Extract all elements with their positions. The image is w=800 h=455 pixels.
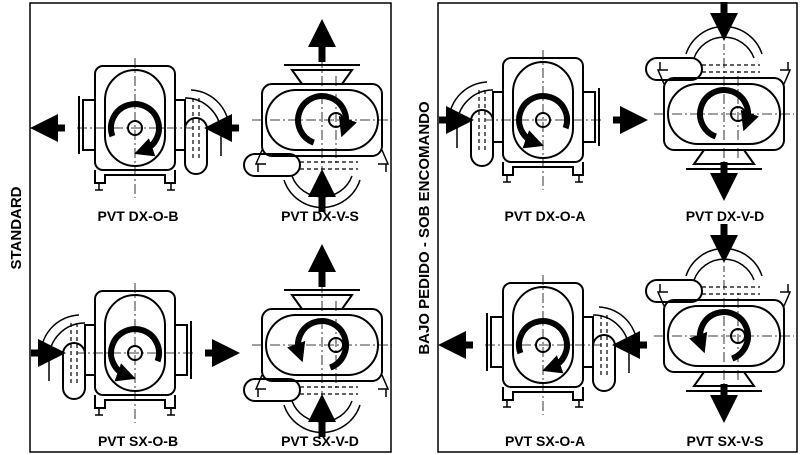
outlet-nozzle — [290, 69, 354, 85]
silencer-manifold — [243, 153, 301, 177]
blower-foot — [780, 69, 792, 85]
blower-body-vertical — [645, 247, 794, 398]
rotation-direction-arrow — [295, 93, 357, 146]
config-label-pvt-sx-v-s: PVT SX-V-S — [686, 433, 763, 449]
config-label-pvt-sx-o-b: PVT SX-O-B — [98, 433, 178, 449]
panel-frame-standard — [29, 2, 392, 453]
config-pvt-sx-v-d — [243, 244, 392, 437]
outlet-nozzle — [290, 294, 354, 310]
config-pvt-dx-v-s — [243, 19, 392, 212]
silencer-manifold — [62, 342, 86, 400]
config-pvt-dx-o-a — [439, 50, 648, 190]
blower-body-horizontal — [40, 283, 193, 423]
inlet-flange — [84, 324, 96, 376]
inlet-flange — [582, 316, 594, 368]
config-label-pvt-dx-v-s: PVT DX-V-S — [281, 208, 359, 224]
blower-foot — [378, 374, 390, 390]
silencer-manifold — [470, 109, 494, 167]
config-pvt-sx-v-s — [645, 224, 794, 423]
panel-frame-bajo-pedido — [437, 2, 798, 453]
rotation-direction-arrow — [516, 93, 571, 149]
config-label-pvt-dx-o-a: PVT DX-O-A — [505, 208, 586, 224]
blower-body-vertical — [243, 283, 392, 434]
side-label-standard: STANDARD — [8, 186, 25, 269]
blower-body-horizontal — [485, 275, 638, 415]
inlet-flange — [492, 91, 504, 143]
silencer-manifold — [645, 279, 703, 303]
config-pvt-sx-o-a — [438, 275, 647, 415]
blower-body-horizontal — [77, 58, 230, 198]
blower-foot — [780, 291, 792, 307]
config-pvt-sx-o-b — [31, 283, 240, 423]
rotation-direction-arrow — [697, 87, 759, 140]
rotation-direction-arrow — [689, 309, 751, 362]
rotation-direction-arrow — [108, 326, 163, 382]
outlet-flange — [174, 324, 188, 376]
config-pvt-dx-o-b — [30, 58, 239, 198]
blower-body-horizontal — [448, 50, 601, 190]
rotation-direction-arrow — [287, 318, 349, 371]
config-label-pvt-dx-v-d: PVT DX-V-D — [686, 208, 765, 224]
outlet-flange — [490, 316, 504, 368]
config-pvt-dx-v-d — [645, 2, 794, 201]
blower-foot — [378, 149, 390, 165]
outlet-flange — [582, 91, 596, 143]
silencer-manifold — [645, 57, 703, 81]
config-label-pvt-dx-o-b: PVT DX-O-B — [98, 208, 179, 224]
silencer-manifold — [592, 334, 616, 392]
blower-body-vertical — [243, 58, 392, 209]
silencer-manifold — [243, 378, 301, 402]
blower-body-vertical — [645, 25, 794, 176]
outlet-flange — [82, 99, 96, 151]
inlet-flange — [174, 99, 186, 151]
rotation-direction-arrow — [107, 101, 162, 157]
config-label-pvt-sx-v-d: PVT SX-V-D — [281, 433, 359, 449]
rotation-direction-arrow — [515, 318, 570, 374]
side-label-bajo-pedido: BAJO PEDIDO - SOB ENCOMANDO — [416, 101, 433, 355]
config-label-pvt-sx-o-a: PVT SX-O-A — [505, 433, 585, 449]
silencer-manifold — [184, 117, 208, 175]
